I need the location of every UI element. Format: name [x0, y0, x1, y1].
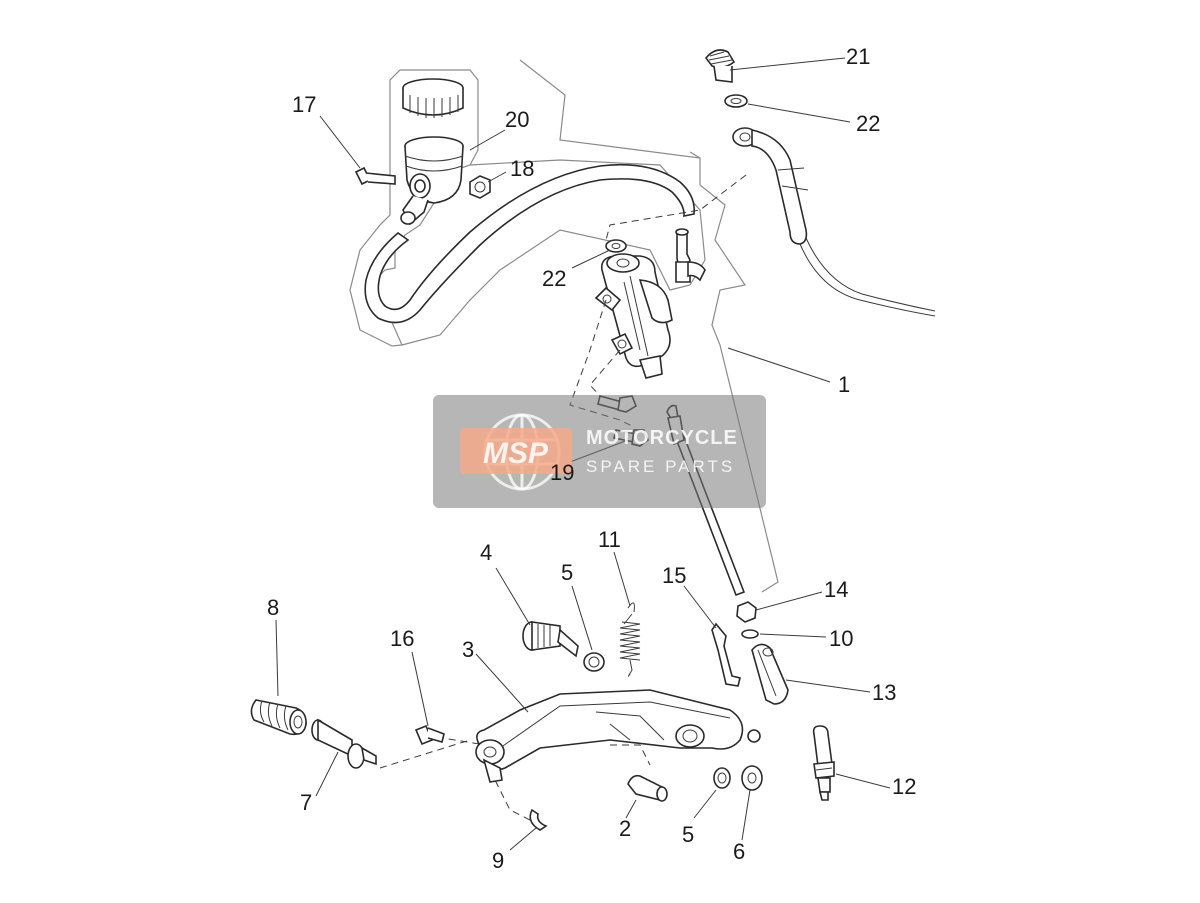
- callout-15: 15: [662, 563, 686, 588]
- watermark-line1: MOTORCYCLE: [586, 427, 738, 449]
- msp-logo-text: MSP: [483, 437, 549, 470]
- callout-5-upper: 5: [561, 560, 573, 585]
- callout-12: 12: [892, 774, 916, 799]
- callout-4: 4: [480, 540, 492, 565]
- callout-22-lower: 22: [542, 266, 566, 291]
- assembly-outline: [519, 59, 779, 593]
- clip-15: [711, 622, 741, 687]
- elbow-fitting: [675, 228, 706, 283]
- callout-10: 10: [829, 626, 853, 651]
- washer-22-lower: [605, 239, 627, 253]
- callout-18: 18: [510, 156, 534, 181]
- brake-switch-12: [812, 725, 835, 801]
- washer-22-upper: [724, 94, 748, 108]
- reservoir-hose: [364, 163, 696, 324]
- callout-16: 16: [390, 626, 414, 651]
- pin-2: [627, 774, 668, 802]
- reservoir-cap: [402, 78, 464, 118]
- bolt-16: [414, 724, 445, 746]
- leader-lines: [275, 57, 891, 851]
- pedal-peg-7: [311, 718, 377, 769]
- spring-11: [619, 602, 641, 677]
- washer-6: [741, 765, 763, 791]
- callout-7: 7: [300, 790, 312, 815]
- clevis-13: [751, 643, 789, 705]
- callout-22-upper: 22: [856, 111, 880, 136]
- callout-numbers: 21 22 17 20 18 22 1 19 4 5 11 15 14 10 1…: [267, 44, 916, 873]
- callout-13: 13: [872, 680, 896, 705]
- msp-logo-badge: [460, 428, 572, 474]
- washer-5-upper: [583, 652, 605, 672]
- stop-stud: [747, 729, 761, 743]
- callout-3: 3: [462, 637, 474, 662]
- callout-5-lower: 5: [682, 822, 694, 847]
- callout-1: 1: [838, 372, 850, 397]
- callout-20: 20: [505, 107, 529, 132]
- brake-hose: [732, 127, 936, 317]
- washer-5-lower: [713, 767, 731, 789]
- callout-9: 9: [492, 848, 504, 873]
- circlip-9: [529, 808, 548, 831]
- master-cylinder: [594, 253, 673, 379]
- callout-11: 11: [598, 527, 621, 552]
- callout-6: 6: [733, 839, 745, 864]
- brake-pedal-3: [475, 689, 744, 783]
- washer-10: [741, 629, 759, 639]
- callout-14: 14: [824, 577, 848, 602]
- callout-21: 21: [846, 44, 870, 69]
- nut-18: [469, 175, 491, 199]
- banjo-bolt-21: [704, 49, 736, 83]
- pivot-bolt-4: [522, 621, 579, 658]
- pedal-rubber-8: [250, 699, 307, 736]
- bolt-17: [354, 166, 396, 186]
- callout-8: 8: [267, 595, 279, 620]
- watermark: MSP MOTORCYCLE SPARE PARTS: [433, 395, 766, 508]
- reservoir-body: [400, 136, 464, 226]
- callout-17: 17: [292, 92, 316, 117]
- callout-19: 19: [550, 460, 574, 485]
- nut-14: [736, 601, 757, 623]
- callout-2: 2: [619, 816, 631, 841]
- watermark-line2: SPARE PARTS: [586, 457, 735, 476]
- watermark-box: [433, 395, 766, 508]
